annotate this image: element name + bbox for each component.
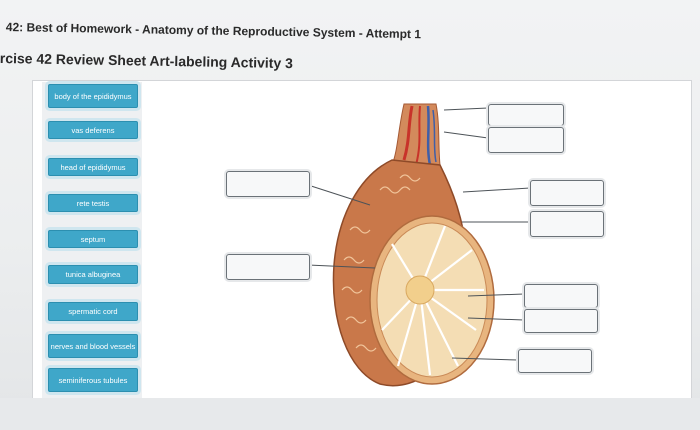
label-chip-tunica-albuginea[interactable]: tunica albuginea (48, 265, 138, 284)
drop-target-7[interactable] (524, 284, 598, 308)
drop-target-1[interactable] (488, 104, 564, 126)
label-chip-nerves-and-blood-vessels[interactable]: nerves and blood vessels (48, 334, 138, 358)
drop-target-6[interactable] (226, 254, 310, 280)
drop-target-9[interactable] (518, 349, 592, 373)
label-chip-septum[interactable]: septum (48, 230, 138, 248)
label-chip-seminiferous-tubules[interactable]: seminiferous tubules (48, 368, 138, 392)
drop-target-2[interactable] (488, 127, 564, 153)
vessel-red-1 (402, 105, 414, 161)
drop-target-8[interactable] (524, 309, 598, 333)
label-chip-head-of-epididymus[interactable]: head of epididymus (48, 158, 138, 176)
drop-target-3[interactable] (226, 171, 310, 197)
bottom-bar (0, 398, 700, 430)
leader-lines (307, 107, 531, 361)
vessel-red-2 (415, 105, 421, 166)
label-chip-vas-deferens[interactable]: vas deferens (48, 121, 138, 139)
label-chip-rete-testis[interactable]: rete testis (48, 194, 138, 212)
vessel-blue-1 (426, 105, 432, 166)
rete-testis-shape (405, 275, 435, 305)
drop-target-5[interactable] (530, 211, 604, 237)
tunica-albuginea-shape (376, 222, 488, 378)
epididymis-coils (341, 174, 421, 352)
drop-target-4[interactable] (530, 180, 604, 206)
vessel-blue-2 (432, 109, 437, 163)
label-chip-spermatic-cord[interactable]: spermatic cord (48, 302, 138, 321)
label-chip-body-of-epididymus[interactable]: body of the epididymus (48, 84, 138, 108)
